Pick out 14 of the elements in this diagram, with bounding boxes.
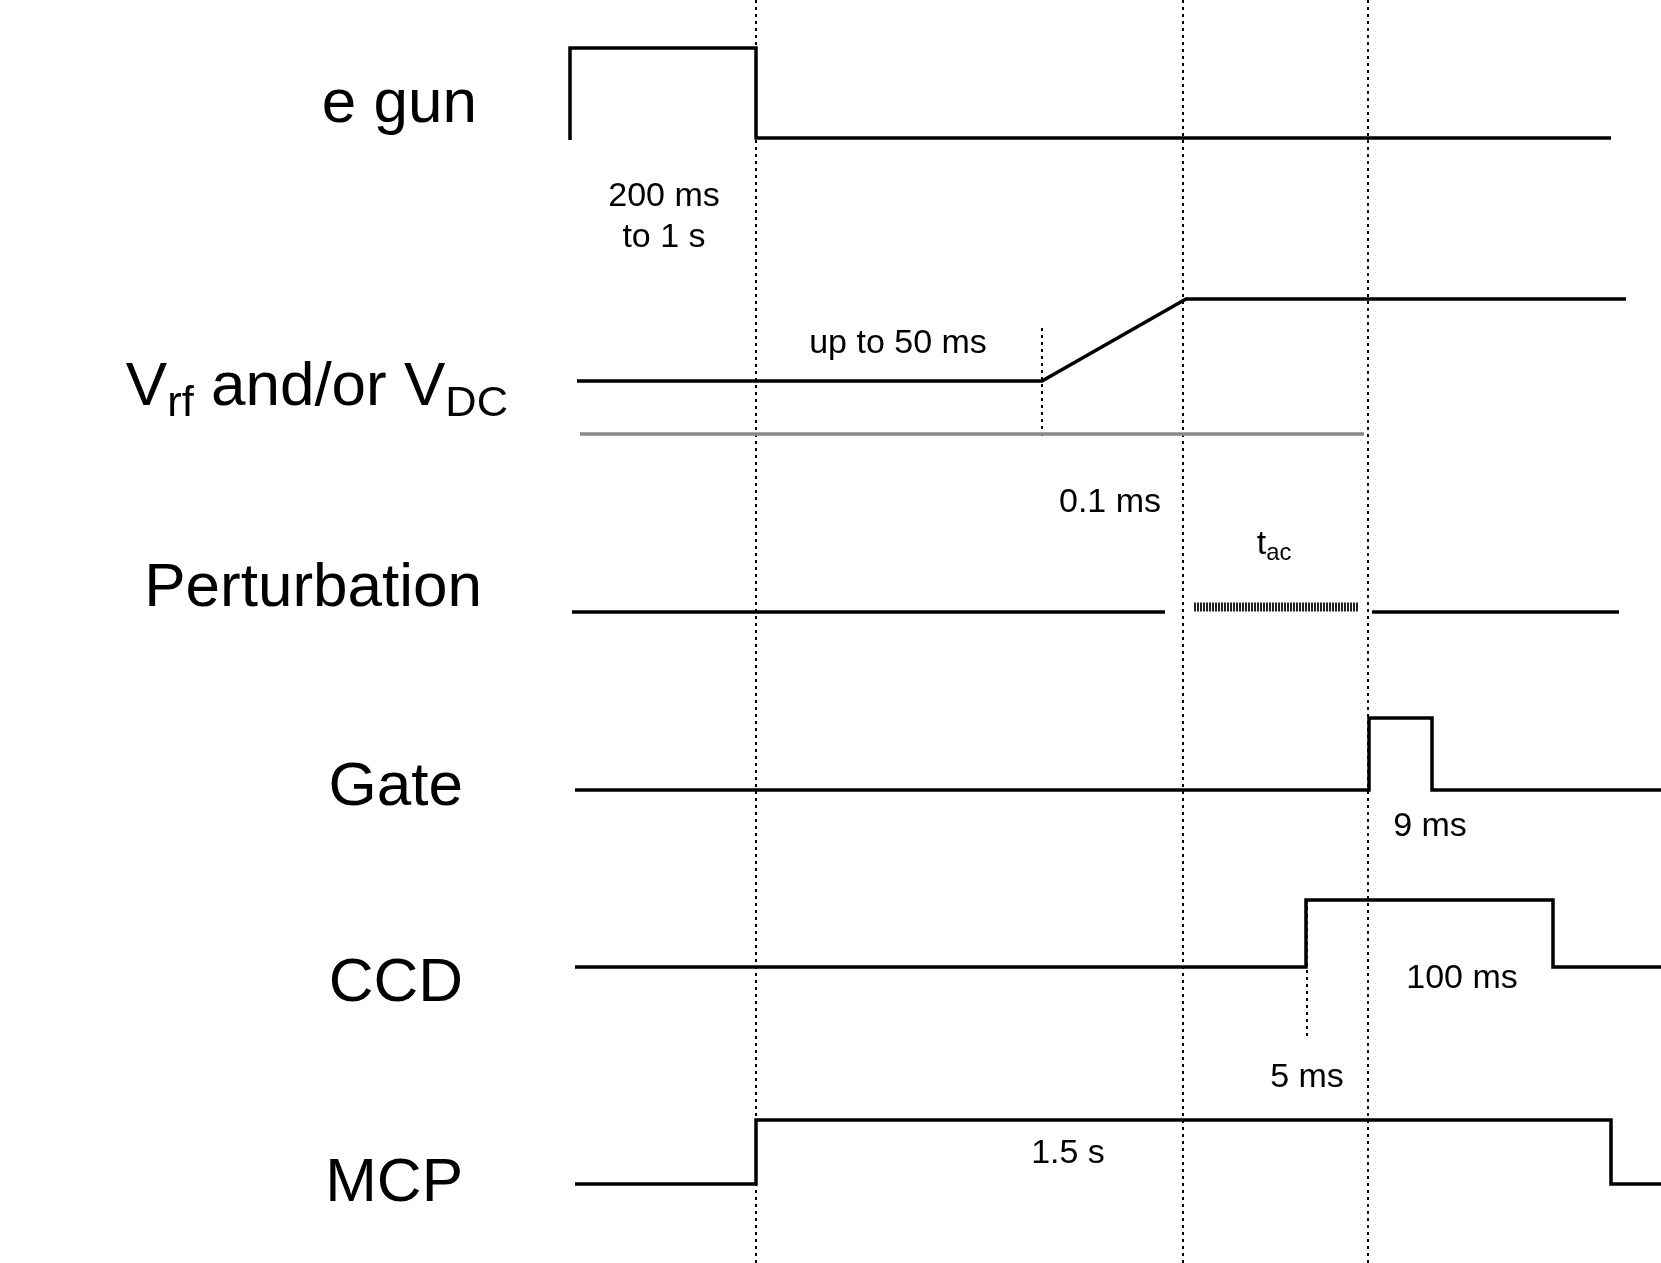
signal-name: CCD [328,943,463,1016]
duration-label: 1.5 s [1031,1130,1105,1172]
signal-name: MCP [325,1143,463,1216]
duration-label: 100 ms [1406,955,1518,997]
signal-name: Perturbation [144,548,482,621]
duration-label: 9 ms [1393,803,1467,845]
duration-label: t$_{ac}$ [1256,521,1292,563]
signal-name: Gate [328,747,463,820]
duration-label: up to 50 ms [809,320,987,362]
duration-label: 0.1 ms [1058,479,1161,521]
signal-name: V$_{rf}$ and/or V$_{DC}$ [125,347,508,422]
signal-name: e gun [321,64,477,137]
duration-label: 5 ms [1270,1054,1344,1096]
duration-label: 200 ms to 1 s [607,174,721,256]
